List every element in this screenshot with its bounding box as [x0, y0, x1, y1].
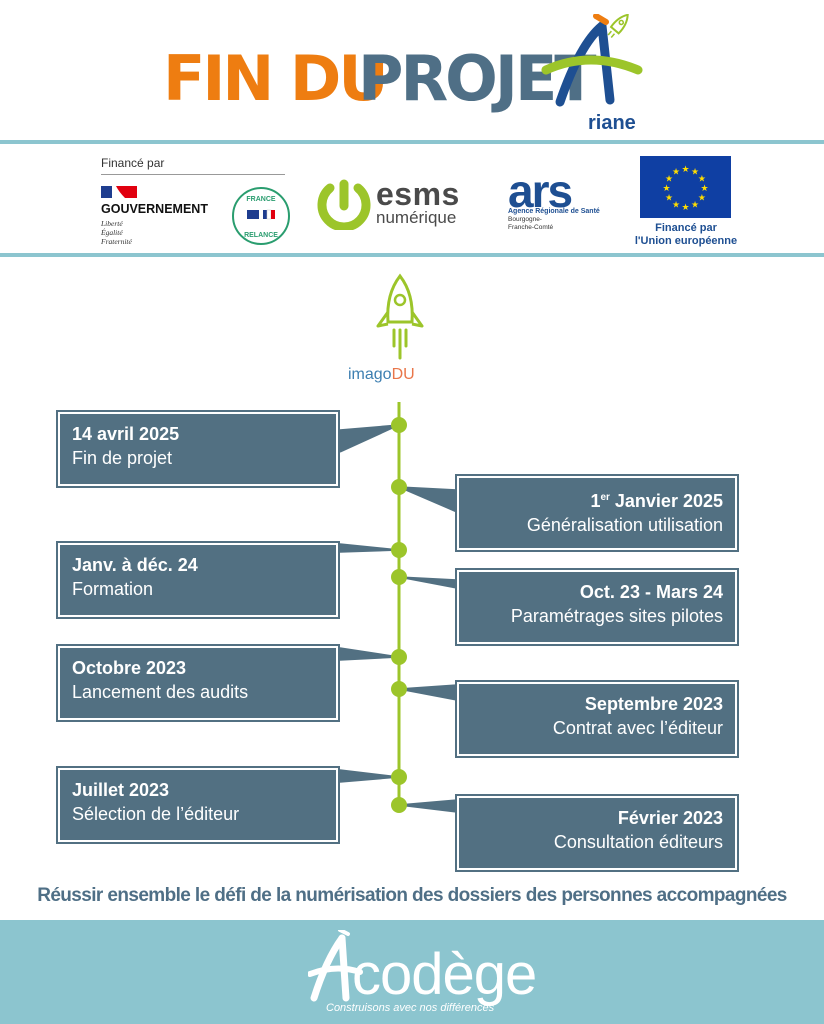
motto-egalite: Égalité [101, 228, 123, 237]
divider-top [0, 140, 824, 144]
divider-bottom [0, 253, 824, 257]
footer-band [0, 920, 824, 1024]
title-fin-du: FIN DU [163, 42, 389, 115]
eu-star: ★ [700, 183, 708, 193]
esms-logo-icon [317, 179, 371, 230]
event-date-7: Juillet 2023 [72, 780, 170, 800]
event-label-1: Fin de projet [72, 448, 173, 468]
imago-word: imago [348, 366, 392, 383]
event-label-8: Consultation éditeurs [553, 832, 723, 852]
ars-word: ars [508, 165, 573, 217]
event-connector-3 [339, 543, 400, 553]
republic-motto: Liberté Égalité Fraternité [101, 219, 132, 246]
event-connector-1 [339, 424, 400, 453]
event-connector-8 [398, 799, 458, 813]
ars-region-line2: Franche-Comté [508, 224, 554, 231]
timeline-node-4 [391, 569, 407, 585]
ariane-logo [541, 14, 643, 107]
event-label-7: Sélection de l’éditeur [72, 804, 240, 824]
eu-star: ★ [681, 202, 689, 212]
financed-by-rule [101, 174, 285, 175]
eu-star: ★ [665, 193, 673, 203]
rocket-icon [607, 14, 629, 39]
event-label-4: Paramétrages sites pilotes [510, 606, 723, 626]
eu-star: ★ [698, 174, 706, 184]
eu-star: ★ [672, 167, 680, 177]
imagodu-logo: imagoDU [348, 366, 415, 384]
event-label-3: Formation [72, 579, 154, 599]
event-date-1: 14 avril 2025 [72, 424, 180, 444]
event-connector-2 [398, 486, 458, 513]
event-date-2-sup: er [600, 492, 610, 503]
financed-by-label: Financé par [101, 156, 165, 170]
event-box-2: 1er Janvier 2025 Généralisation utilisat… [455, 474, 739, 552]
motto-fraternite: Fraternité [101, 237, 132, 246]
timeline-node-3 [391, 542, 407, 558]
marianne-icon [101, 186, 137, 198]
eu-stars: ★★★★★★★★★★★★ [662, 164, 708, 212]
ars-agency: Agence Régionale de Santé [508, 208, 600, 215]
france-relance-logo: FRANCE RELANCE [232, 187, 290, 245]
relance-top-text: FRANCE [246, 196, 275, 203]
gouvernement-label: GOUVERNEMENT [101, 202, 208, 216]
eu-caption: Financé par l'Union européenne [630, 222, 742, 248]
eu-caption-line1: Financé par [655, 222, 717, 234]
numerique-word: numérique [376, 208, 457, 227]
timeline-node-1 [391, 417, 407, 433]
timeline-node-7 [391, 769, 407, 785]
event-connector-4 [398, 576, 458, 589]
eu-flag-icon: ★★★★★★★★★★★★ [640, 156, 731, 218]
acodege-wordmark: codège [352, 942, 537, 1007]
eu-star: ★ [665, 174, 673, 184]
eu-star: ★ [681, 164, 689, 174]
eu-star: ★ [691, 199, 699, 209]
eu-star: ★ [691, 167, 699, 177]
slogan: Réussir ensemble le défi de la numérisat… [37, 885, 787, 906]
du-word: DU [391, 366, 415, 383]
event-date-2: 1er Janvier 2025 [471, 486, 723, 513]
eu-star: ★ [672, 199, 680, 209]
event-connector-5 [339, 647, 400, 661]
event-date-6: Septembre 2023 [584, 694, 723, 714]
eu-star: ★ [698, 193, 706, 203]
event-box-8: Février 2023 Consultation éditeurs [455, 794, 739, 872]
timeline-node-2 [391, 479, 407, 495]
event-label-5: Lancement des audits [72, 682, 249, 702]
esms-word: esms [376, 176, 460, 212]
event-connector-7 [339, 769, 400, 783]
event-box-4: Oct. 23 - Mars 24 Paramétrages sites pil… [455, 568, 739, 646]
event-date-2-rest: Janvier 2025 [609, 491, 723, 511]
eu-star: ★ [662, 183, 670, 193]
motto-liberte: Liberté [101, 219, 123, 228]
event-label-6: Contrat avec l’éditeur [552, 718, 723, 738]
event-box-5: Octobre 2023 Lancement des audits [56, 644, 340, 722]
event-box-7: Juillet 2023 Sélection de l’éditeur [56, 766, 340, 844]
acodege-tagline: Construisons avec nos différences [326, 1002, 495, 1014]
ars-region-line1: Bourgogne- [508, 216, 542, 223]
timeline-node-8 [391, 797, 407, 813]
relance-bottom-text: RELANCE [244, 232, 278, 239]
event-box-3: Janv. à déc. 24 Formation [56, 541, 340, 619]
event-date-5: Octobre 2023 [72, 658, 187, 678]
timeline-node-5 [391, 649, 407, 665]
rocket-icon [376, 273, 424, 360]
event-connector-6 [398, 684, 458, 701]
event-box-1: 14 avril 2025 Fin de projet [56, 410, 340, 488]
event-box-6: Septembre 2023 Contrat avec l’éditeur [455, 680, 739, 758]
event-date-4: Oct. 23 - Mars 24 [579, 582, 723, 602]
event-label-2: Généralisation utilisation [526, 515, 723, 535]
eu-caption-line2: l'Union européenne [634, 235, 738, 247]
event-date-2-main: 1 [590, 491, 601, 511]
timeline-node-6 [391, 681, 407, 697]
ars-region: Bourgogne- Franche-Comté [508, 216, 553, 232]
acodege-a-icon [308, 930, 363, 1002]
header: FIN DU PROJET riane [0, 14, 824, 134]
event-date-8: Février 2023 [617, 808, 723, 828]
ariane-word: riane [588, 112, 636, 134]
event-date-3: Janv. à déc. 24 [72, 555, 198, 575]
